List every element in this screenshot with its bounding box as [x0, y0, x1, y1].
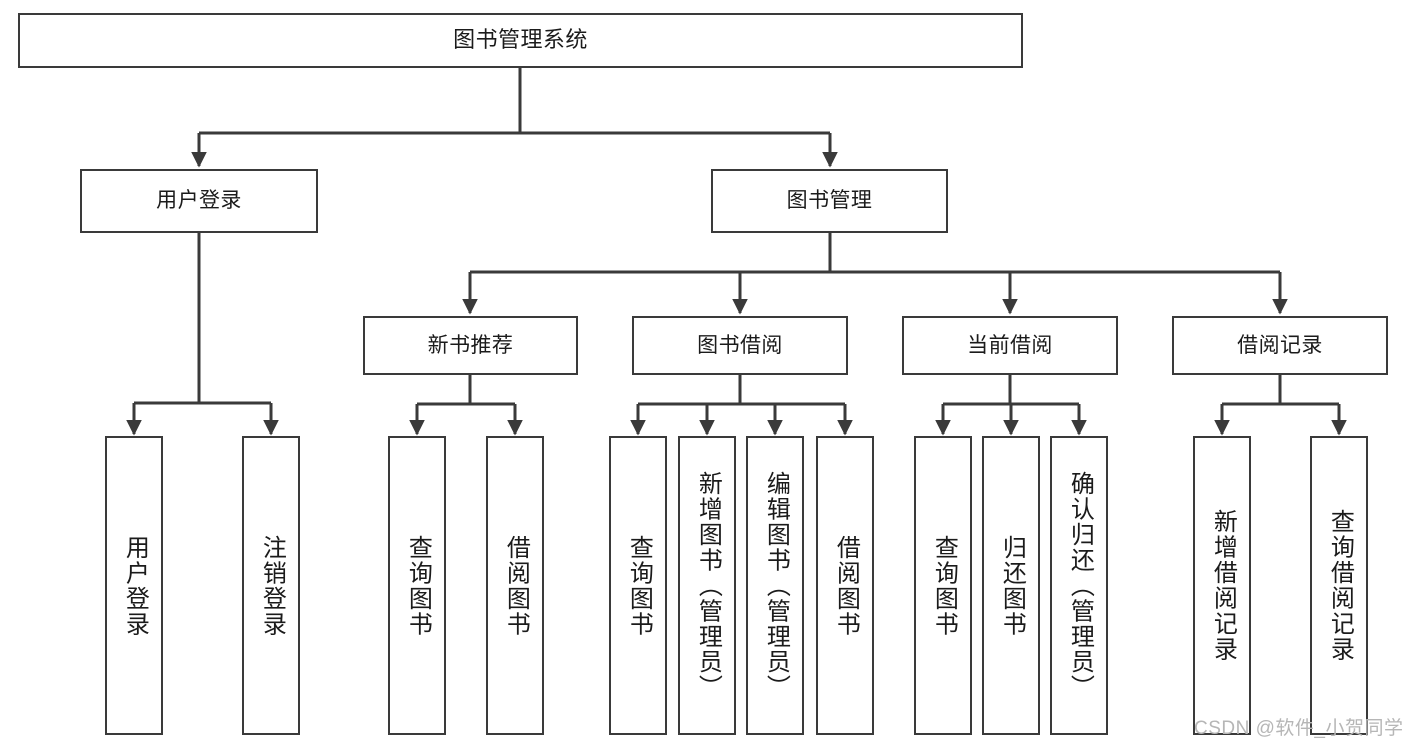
node-label: 用户登录: [156, 189, 242, 213]
node-book-borrowing[interactable]: 图书借阅: [632, 316, 848, 375]
node-borrowing-record[interactable]: 借阅记录: [1172, 316, 1388, 375]
node-label: 查询图书: [625, 534, 653, 637]
node-leaf-add-borrow-record[interactable]: 新增借阅记录: [1193, 436, 1251, 735]
node-leaf-add-book-admin[interactable]: 新增图书（管理员）: [678, 436, 736, 735]
node-leaf-query-book-recommendation[interactable]: 查询图书: [388, 436, 446, 735]
node-label: 查询图书: [404, 534, 432, 637]
node-label: 借阅图书: [502, 534, 530, 637]
node-leaf-confirm-return-admin[interactable]: 确认归还（管理员）: [1050, 436, 1108, 735]
node-new-book-recommendation[interactable]: 新书推荐: [363, 316, 578, 375]
node-leaf-query-book-borrowing[interactable]: 查询图书: [609, 436, 667, 735]
node-label: 借阅记录: [1237, 333, 1323, 357]
node-label: 新书推荐: [427, 333, 514, 357]
node-label: 确认归还（管理员）: [1066, 471, 1094, 700]
node-leaf-edit-book-admin[interactable]: 编辑图书（管理员）: [746, 436, 804, 735]
node-user-login[interactable]: 用户登录: [80, 169, 318, 233]
node-label: 当前借阅: [967, 333, 1053, 357]
node-leaf-query-borrow-record[interactable]: 查询借阅记录: [1310, 436, 1368, 735]
node-leaf-query-book-current[interactable]: 查询图书: [914, 436, 972, 735]
node-leaf-borrow-book-recommendation[interactable]: 借阅图书: [486, 436, 544, 735]
node-leaf-borrow-book[interactable]: 借阅图书: [816, 436, 874, 735]
node-label: 归还图书: [998, 534, 1026, 637]
node-leaf-user-logout[interactable]: 注销登录: [242, 436, 300, 735]
node-current-borrowing[interactable]: 当前借阅: [902, 316, 1118, 375]
node-label: 用户登录: [121, 534, 149, 637]
node-leaf-return-book[interactable]: 归还图书: [982, 436, 1040, 735]
node-label: 新增图书（管理员）: [694, 471, 722, 700]
node-label: 查询借阅记录: [1326, 509, 1354, 662]
node-root-book-management-system[interactable]: 图书管理系统: [18, 13, 1023, 68]
node-label: 图书管理: [786, 189, 873, 213]
node-label: 查询图书: [930, 534, 958, 637]
node-label: 编辑图书（管理员）: [762, 471, 790, 700]
node-leaf-user-login[interactable]: 用户登录: [105, 436, 163, 735]
node-label: 图书借阅: [697, 333, 783, 357]
node-label: 图书管理系统: [453, 27, 588, 53]
node-book-management[interactable]: 图书管理: [711, 169, 948, 233]
node-label: 新增借阅记录: [1209, 509, 1237, 662]
node-label: 借阅图书: [832, 534, 860, 637]
node-label: 注销登录: [258, 534, 286, 637]
